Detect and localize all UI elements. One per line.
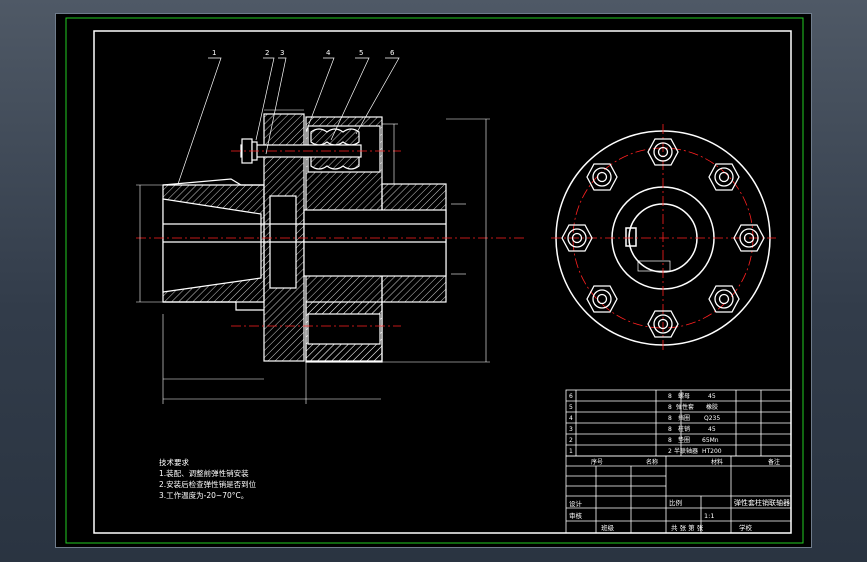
checked-label: 审核 — [569, 511, 583, 520]
balloon-2: 2 — [265, 49, 269, 57]
svg-text:6: 6 — [569, 393, 573, 400]
outer-sheet-border — [65, 17, 804, 544]
right-hub-bore — [303, 209, 447, 277]
sheet-label: 共 张 第 张 — [671, 523, 704, 532]
bolt-head — [647, 138, 679, 166]
svg-text:5: 5 — [569, 404, 573, 411]
bolt-head — [586, 285, 618, 313]
svg-text:名称: 名称 — [646, 458, 658, 466]
bolt-head — [586, 163, 618, 191]
svg-text:45: 45 — [708, 426, 716, 433]
svg-text:Q235: Q235 — [704, 415, 720, 422]
balloon-numbers: 1 2 3 4 5 6 — [212, 49, 395, 57]
drawn-label: 设计 — [569, 499, 583, 508]
svg-text:序号: 序号 — [591, 458, 603, 466]
parts-list-text: 6 螺母 8 45 5 弹性套 8 橡胶 4 挡圈 8 Q235 3 柱销 8 … — [569, 392, 780, 466]
bolt-heads — [561, 138, 765, 338]
centerlines — [136, 150, 526, 327]
inner-drawing-frame — [93, 30, 792, 534]
bolt-head — [647, 310, 679, 338]
keyway-slot — [625, 227, 637, 247]
technical-requirements: 技术要求 1.装配、调整前弹性销安装 2.安装后检查弹性销是否到位 3.工作温度… — [159, 457, 256, 501]
svg-text:8: 8 — [668, 437, 672, 444]
bolt-head — [708, 163, 740, 191]
svg-text:垫圈: 垫圈 — [678, 436, 690, 444]
balloon-4: 4 — [326, 49, 331, 57]
bolt-head — [561, 224, 593, 252]
leader-lines — [177, 57, 400, 185]
class-label: 班级 — [601, 523, 615, 532]
bolt-head — [708, 285, 740, 313]
balloon-5: 5 — [359, 49, 363, 57]
svg-text:橡胶: 橡胶 — [706, 403, 718, 411]
dimension-lines — [136, 109, 490, 404]
balloon-3: 3 — [280, 49, 284, 57]
svg-text:2: 2 — [569, 437, 573, 444]
svg-text:4: 4 — [569, 415, 573, 422]
svg-text:1: 1 — [569, 448, 573, 455]
svg-text:挡圈: 挡圈 — [678, 414, 690, 422]
balloon-1: 1 — [212, 49, 216, 57]
left-hub-outline-bottom — [163, 301, 264, 311]
school-label: 学校 — [739, 523, 753, 532]
cad-drawing-canvas: 1 2 3 4 5 6 — [65, 17, 804, 544]
notes-item-3: 3.工作温度为-20~70°C。 — [159, 491, 249, 500]
cad-drawing-viewport[interactable]: 1 2 3 4 5 6 — [55, 13, 812, 548]
svg-text:65Mn: 65Mn — [702, 437, 719, 444]
svg-text:螺母: 螺母 — [678, 392, 690, 400]
bolt-head — [733, 224, 765, 252]
svg-text:HT200: HT200 — [702, 448, 722, 455]
svg-text:材料: 材料 — [711, 458, 723, 466]
title-block-grid — [565, 455, 792, 534]
svg-text:45: 45 — [708, 393, 716, 400]
scale-label: 比例 — [669, 498, 682, 507]
svg-text:8: 8 — [668, 415, 672, 422]
left-hub-bore — [162, 198, 262, 293]
svg-text:备注: 备注 — [768, 458, 780, 466]
lower-hub-bore — [307, 313, 381, 345]
svg-text:8: 8 — [668, 404, 672, 411]
svg-text:2: 2 — [668, 448, 672, 455]
title-block-text: 弹性套柱销联轴器 比例 1:1 设计 审核 共 张 第 张 学校 班级 — [569, 498, 790, 532]
end-view-centerlines — [551, 124, 776, 352]
key-dimension-box — [637, 260, 671, 272]
part-title: 弹性套柱销联轴器 — [734, 498, 790, 507]
balloon-6: 6 — [390, 49, 395, 57]
svg-text:8: 8 — [668, 393, 672, 400]
notes-item-2: 2.安装后检查弹性销是否到位 — [159, 480, 257, 489]
svg-text:3: 3 — [569, 426, 573, 433]
svg-text:柱销: 柱销 — [678, 425, 690, 433]
notes-heading: 技术要求 — [159, 458, 189, 467]
svg-text:8: 8 — [668, 426, 672, 433]
elastic-sleeve-top — [310, 128, 360, 146]
left-hub-outline — [162, 178, 264, 186]
notes-item-1: 1.装配、调整前弹性销安装 — [159, 469, 249, 478]
svg-text:半联轴器: 半联轴器 — [674, 447, 698, 455]
scale-value: 1:1 — [704, 512, 714, 520]
section-view — [162, 113, 447, 363]
svg-text:弹性套: 弹性套 — [676, 403, 694, 411]
